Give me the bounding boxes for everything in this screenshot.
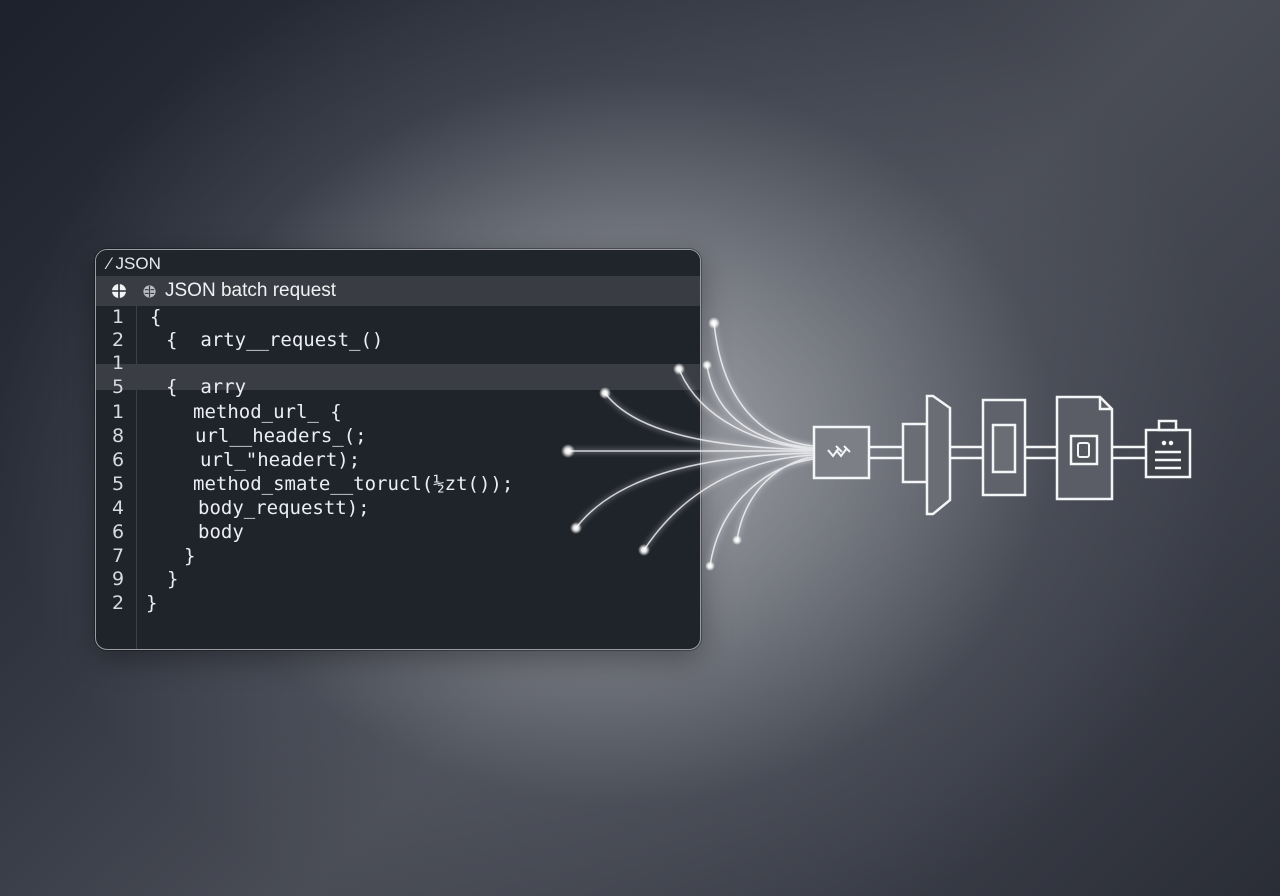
code-line[interactable]: 2}: [96, 592, 700, 615]
line-number: 1: [112, 352, 125, 374]
line-number: 8: [112, 425, 125, 447]
code-text: method_smate__torucl(½zt());: [193, 473, 514, 495]
gutter-divider: [136, 306, 137, 649]
processor-stage: [981, 398, 1027, 497]
code-text: method_url_ {: [193, 401, 342, 423]
code-text: }: [146, 592, 158, 614]
code-line[interactable]: 6 body: [96, 521, 700, 544]
code-line[interactable]: 5 { arry: [96, 376, 700, 399]
line-number: 1: [112, 401, 125, 423]
code-line[interactable]: 8 url__headers_(;: [96, 425, 700, 448]
document-icon: [1055, 395, 1114, 501]
code-text: }: [184, 545, 196, 567]
code-text: { arry: [166, 376, 247, 398]
code-line[interactable]: 1: [96, 352, 700, 375]
tab-label: JSON batch request: [165, 280, 337, 301]
globe-icon: [112, 284, 126, 298]
line-number: 6: [112, 521, 125, 543]
line-number: 5: [112, 376, 125, 398]
code-line[interactable]: 2 { arty__request_(): [96, 329, 700, 352]
code-text: {: [150, 306, 162, 328]
funnel-stage: [901, 394, 952, 516]
code-text: }: [167, 568, 179, 590]
editor-title: ⁄ JSON: [96, 250, 700, 276]
code-line[interactable]: 5 method_smate__torucl(½zt());: [96, 473, 700, 496]
code-text: body_requestt);: [198, 497, 370, 519]
code-line[interactable]: 1{: [96, 306, 700, 329]
brain-icon: [143, 284, 156, 298]
code-line[interactable]: 1 method_url_ {: [96, 401, 700, 424]
code-line[interactable]: 4 body_requestt);: [96, 497, 700, 520]
code-line[interactable]: 6 url_"headert);: [96, 449, 700, 472]
hopper-icon: [925, 394, 952, 516]
code-line[interactable]: 9}: [96, 568, 700, 591]
document-stage: [1055, 395, 1114, 501]
code-text: url_"headert);: [200, 449, 361, 471]
double-check-icon: [827, 445, 851, 458]
line-number: 2: [112, 329, 125, 351]
batch-input-box: [812, 425, 871, 480]
clipboard-icon: [1144, 428, 1192, 479]
editor-tab[interactable]: JSON batch request: [96, 276, 700, 306]
code-editor-panel: ⁄ JSON JSON batch request 1{2{ arty__req…: [95, 249, 701, 650]
line-number: 7: [112, 545, 125, 567]
code-text: { arty__request_(): [166, 329, 384, 351]
code-text: body: [198, 521, 244, 543]
slot-icon: [991, 423, 1017, 474]
line-number: 9: [112, 568, 125, 590]
line-number: 6: [112, 449, 125, 471]
connector-pipes: [869, 445, 1146, 460]
line-number: 5: [112, 473, 125, 495]
output-stage: [1144, 419, 1192, 479]
code-text: url__headers_(;: [195, 425, 367, 447]
line-number: 4: [112, 497, 125, 519]
current-line-highlight: [96, 364, 700, 390]
code-line[interactable]: 7}: [96, 545, 700, 568]
line-number: 2: [112, 592, 125, 614]
line-number: 1: [112, 306, 125, 328]
